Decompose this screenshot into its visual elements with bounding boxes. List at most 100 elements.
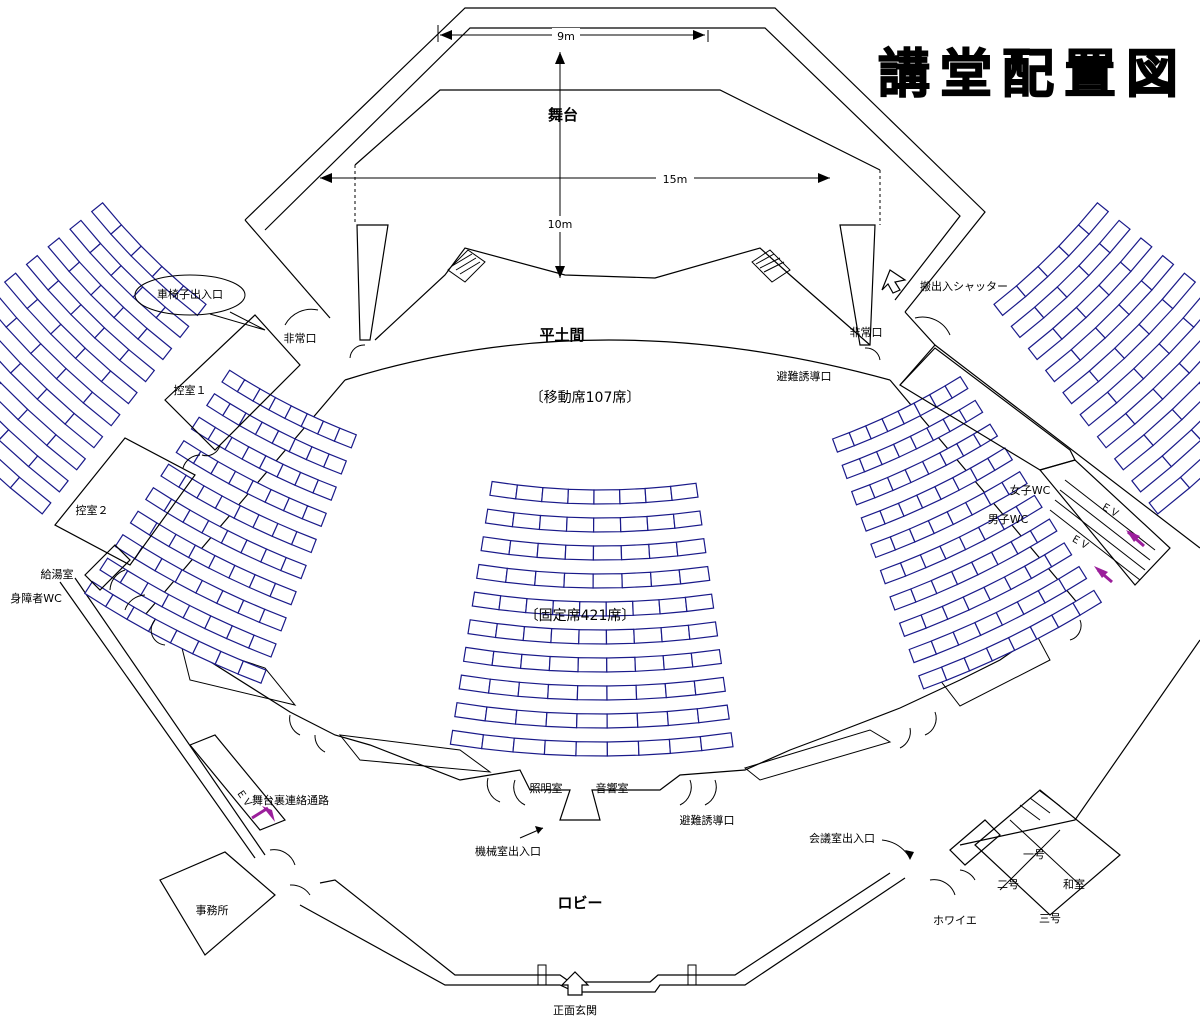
seat bbox=[543, 739, 577, 757]
seat bbox=[658, 596, 688, 615]
seat bbox=[606, 712, 639, 729]
label-womens-wc: 女子WC bbox=[1010, 483, 1051, 497]
label-loading-shutter: 搬出入シャッター bbox=[920, 279, 1008, 293]
seat bbox=[1161, 272, 1197, 310]
label-emergency-exit-right: 非常口 bbox=[850, 326, 883, 339]
seat bbox=[545, 711, 578, 729]
elevator-arrow-icon bbox=[1126, 530, 1140, 542]
label-stage: 舞台 bbox=[548, 106, 578, 124]
seat bbox=[1057, 565, 1088, 592]
seat bbox=[1015, 494, 1043, 520]
seat bbox=[137, 327, 173, 361]
seat bbox=[548, 655, 580, 673]
shutter-arrow-icon bbox=[881, 269, 907, 294]
seat bbox=[550, 627, 580, 645]
seat bbox=[547, 683, 579, 701]
label-room-3: 三号 bbox=[1039, 912, 1061, 925]
seat bbox=[1113, 433, 1155, 471]
callout-bubble bbox=[134, 274, 246, 316]
seat bbox=[666, 708, 700, 727]
seat bbox=[0, 428, 39, 468]
seat bbox=[519, 653, 551, 672]
seat bbox=[1171, 381, 1200, 421]
seat bbox=[678, 565, 711, 585]
seat bbox=[269, 582, 297, 606]
seat bbox=[512, 737, 546, 756]
seat bbox=[669, 482, 699, 501]
seat bbox=[1029, 518, 1058, 544]
backstage-passage-room bbox=[189, 734, 286, 831]
seat bbox=[619, 515, 649, 533]
seat bbox=[322, 453, 348, 475]
label-office: 事務所 bbox=[196, 903, 229, 917]
seat bbox=[301, 505, 327, 528]
seat bbox=[508, 539, 539, 559]
seat bbox=[45, 433, 87, 471]
label-elevator-right-2: ＥＶ bbox=[1069, 533, 1092, 553]
seat bbox=[487, 678, 521, 697]
seat bbox=[511, 512, 542, 531]
seat bbox=[484, 508, 515, 528]
seat bbox=[986, 447, 1014, 472]
seat bbox=[458, 674, 491, 694]
elevator-arrow-icon bbox=[1094, 566, 1108, 578]
label-sound-room: 音響室 bbox=[596, 781, 629, 795]
seat bbox=[491, 650, 523, 670]
seat bbox=[633, 627, 663, 644]
label-room-2: 二号 bbox=[997, 878, 1019, 891]
seat bbox=[489, 480, 519, 500]
office-room bbox=[159, 851, 276, 956]
seat bbox=[484, 706, 518, 725]
label-main-entrance: 正面玄関 bbox=[553, 1003, 597, 1017]
label-room-1: 一号 bbox=[1023, 848, 1045, 861]
dim-stage-depth: 10m bbox=[548, 218, 573, 231]
seat bbox=[1152, 362, 1191, 401]
seat bbox=[541, 486, 570, 504]
seat bbox=[1001, 470, 1028, 496]
label-waiting-room-2: 控室２ bbox=[76, 503, 109, 517]
label-evacuation-guide-lower: 避難誘導口 bbox=[680, 813, 735, 827]
seat bbox=[592, 573, 623, 589]
seat bbox=[693, 676, 726, 696]
seat bbox=[476, 563, 508, 583]
doors bbox=[109, 308, 1082, 896]
seat bbox=[173, 285, 207, 317]
seat bbox=[664, 680, 697, 699]
seat bbox=[247, 634, 277, 658]
seat bbox=[64, 412, 104, 449]
seat bbox=[644, 485, 673, 504]
seat bbox=[27, 455, 69, 493]
seat bbox=[635, 682, 667, 700]
seat bbox=[649, 569, 682, 587]
seat bbox=[1148, 476, 1191, 515]
label-emergency-exit-left: 非常口 bbox=[284, 332, 317, 345]
label-backstage-passage: 舞台裏連絡通路 bbox=[252, 793, 329, 807]
label-elevator-right-1: ＥＶ bbox=[1099, 501, 1122, 521]
seat bbox=[675, 538, 707, 557]
seat bbox=[606, 656, 637, 673]
stage-area bbox=[320, 25, 881, 346]
label-elevator-left: ＥＶ bbox=[234, 787, 254, 810]
seat bbox=[1043, 542, 1073, 568]
seat bbox=[36, 388, 76, 425]
seat bbox=[575, 741, 609, 757]
seat bbox=[564, 544, 595, 561]
seat bbox=[1096, 412, 1136, 449]
seat bbox=[538, 514, 568, 532]
label-meeting-room-entrance: 会議室出入口 bbox=[809, 831, 875, 845]
seat bbox=[536, 542, 567, 560]
seat bbox=[575, 713, 608, 729]
seat bbox=[1182, 297, 1200, 329]
label-foyer: ホワイエ bbox=[933, 914, 977, 927]
seat bbox=[606, 684, 638, 701]
seat bbox=[118, 348, 156, 383]
seat bbox=[578, 629, 608, 645]
label-flat-floor: 平土間 bbox=[539, 326, 584, 344]
seat bbox=[471, 591, 502, 611]
seat bbox=[696, 704, 730, 724]
seat bbox=[1161, 428, 1200, 468]
seat bbox=[699, 732, 734, 752]
seat bbox=[632, 599, 661, 616]
label-japanese-room: 和室 bbox=[1063, 877, 1085, 891]
